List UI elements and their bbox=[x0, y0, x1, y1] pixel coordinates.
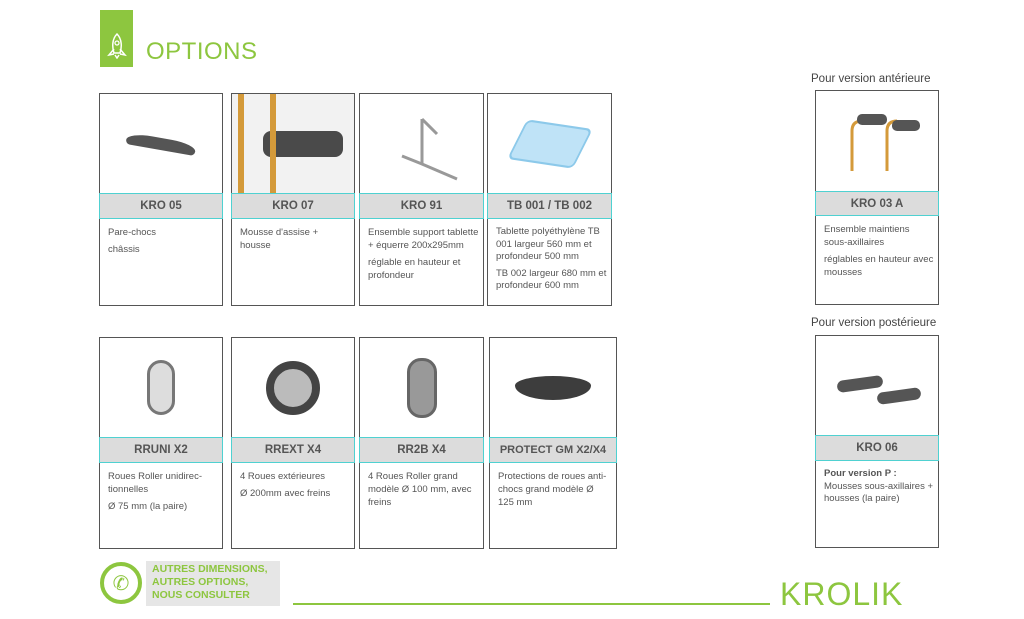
tray-image bbox=[488, 94, 611, 193]
option-card: RRUNI X2 Roues Roller unidirec-tionnelle… bbox=[99, 337, 223, 549]
phone-icon: ✆ bbox=[100, 562, 142, 604]
product-description: 4 Roues Roller grand modèle Ø 100 mm, av… bbox=[368, 471, 472, 508]
tray-support-image bbox=[360, 94, 483, 193]
wheel-image bbox=[232, 338, 354, 437]
product-code: KRO 05 bbox=[99, 193, 223, 219]
product-code: RRUNI X2 bbox=[99, 437, 223, 463]
product-code: RREXT X4 bbox=[231, 437, 355, 463]
product-description: Mousse d'assise + housse bbox=[240, 227, 319, 251]
product-code: TB 001 / TB 002 bbox=[487, 193, 612, 219]
product-code: KRO 07 bbox=[231, 193, 355, 219]
option-card: PROTECT GM X2/X4 Protections de roues an… bbox=[489, 337, 617, 549]
option-card: KRO 91 Ensemble support tablette + équer… bbox=[359, 93, 484, 306]
rocket-logo-icon bbox=[106, 33, 127, 59]
product-description: Ensemble support tablette + équerre 200x… bbox=[368, 227, 479, 281]
wheel-image bbox=[360, 338, 483, 437]
option-card: KRO 06 Pour version P :Mousses sous-axil… bbox=[815, 335, 939, 548]
product-description: Protections de roues anti-chocs grand mo… bbox=[498, 471, 607, 508]
bumper-image bbox=[100, 94, 222, 193]
wheel-protector-image bbox=[490, 338, 616, 437]
wheel-image bbox=[100, 338, 222, 437]
option-card: RR2B X4 4 Roues Roller grand modèle Ø 10… bbox=[359, 337, 484, 549]
section-label-posterior: Pour version postérieure bbox=[811, 317, 937, 329]
product-code: KRO 03 A bbox=[815, 191, 939, 216]
option-card: KRO 03 A Ensemble maintiens sous-axillai… bbox=[815, 90, 939, 305]
product-code: RR2B X4 bbox=[359, 437, 484, 463]
contact-note: AUTRES DIMENSIONS,AUTRES OPTIONS,NOUS CO… bbox=[146, 561, 280, 606]
product-description: Tablette polyéthylène TB 001 largeur 560… bbox=[496, 226, 607, 291]
brand-logo bbox=[100, 10, 133, 67]
product-code: KRO 91 bbox=[359, 193, 484, 219]
section-label-anterior: Pour version antérieure bbox=[811, 73, 931, 85]
brand-name: KROLIK bbox=[780, 576, 904, 612]
seat-cushion-image bbox=[232, 94, 354, 193]
option-card: TB 001 / TB 002 Tablette polyéthylène TB… bbox=[487, 93, 612, 306]
product-description: Pour version P :Mousses sous-axillaires … bbox=[824, 468, 934, 504]
foam-pads-image bbox=[816, 336, 938, 435]
option-card: KRO 07 Mousse d'assise + housse bbox=[231, 93, 355, 306]
page-title: OPTIONS bbox=[146, 38, 258, 65]
product-code: PROTECT GM X2/X4 bbox=[489, 437, 617, 463]
product-code: KRO 06 bbox=[815, 435, 939, 461]
underarm-support-image bbox=[816, 91, 938, 191]
footer-divider bbox=[293, 603, 770, 605]
